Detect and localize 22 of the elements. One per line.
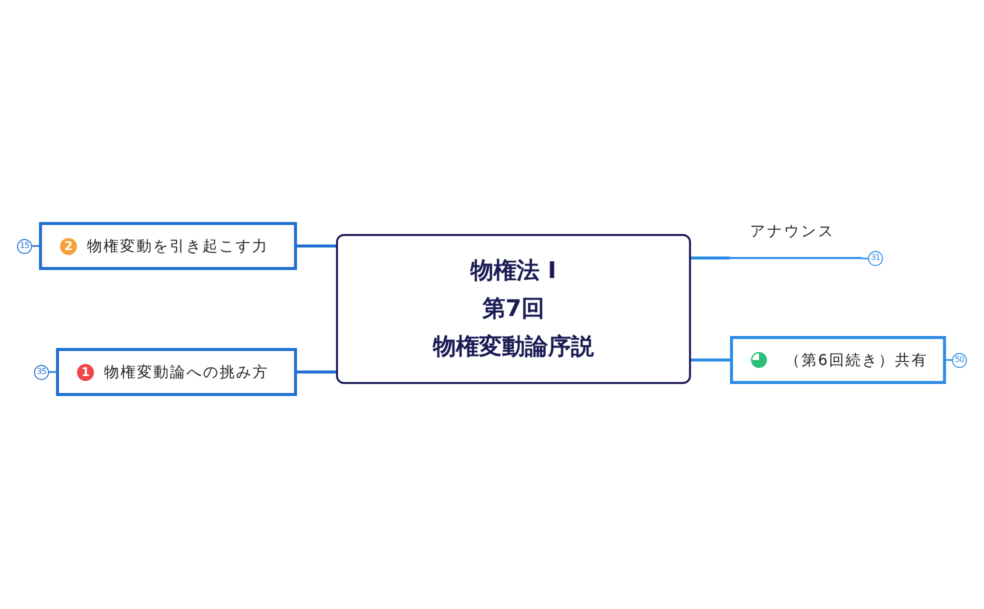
branch-line [691,256,730,260]
collapsed-count: 50 [952,352,967,368]
collapsed-count: 35 [34,364,49,380]
topic-box [56,348,297,396]
priority-badge: 2 [60,238,77,254]
central-topic-box [336,234,691,384]
collapsed-count: 15 [17,238,32,254]
title-line: 物権法 I [470,257,556,286]
branch-line [691,358,730,362]
priority-badge: 1 [77,364,94,380]
topic-label: アナウンス [750,222,835,241]
topic-label: （第6回続き）共有 [785,350,928,370]
topic-label: 物権変動論への挑み方 [104,362,269,382]
topic-label: 物権変動を引き起こす力 [87,236,268,256]
branch-line [297,244,336,248]
title-line: 物権変動論序説 [433,333,594,362]
underlined-topic [730,222,862,259]
branch-line [297,370,336,374]
collapsed-count: 31 [868,251,883,266]
topic-box [39,222,297,270]
title-line: 第7回 [482,295,544,324]
topic-box [730,336,946,384]
